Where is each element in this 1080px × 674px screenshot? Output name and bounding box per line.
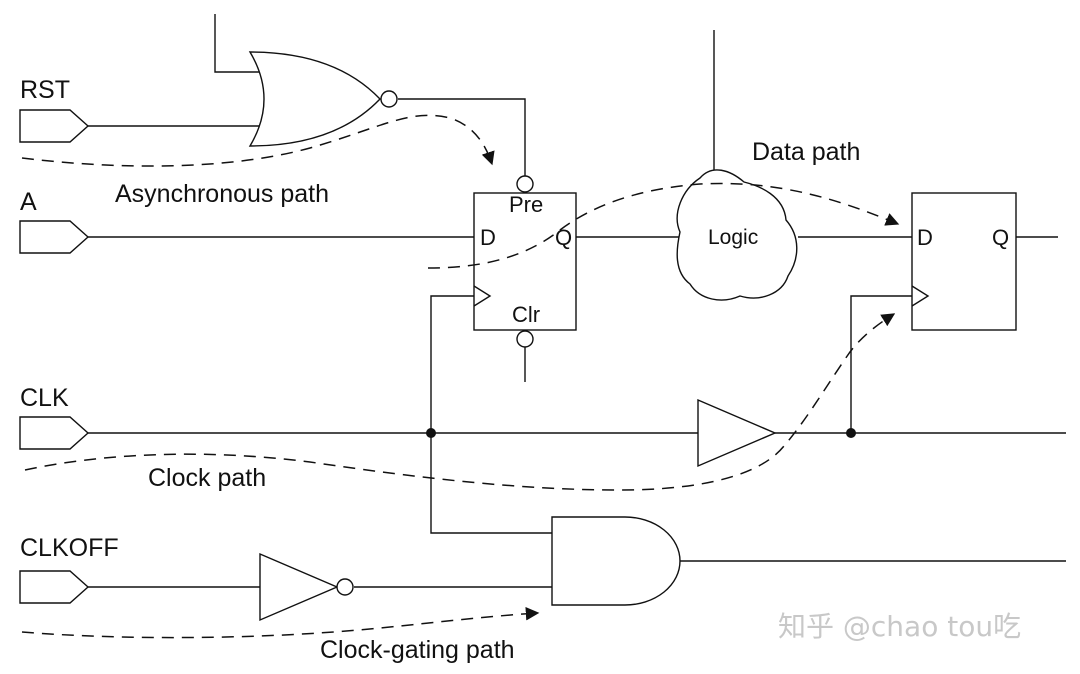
ff1-clr-label: Clr: [512, 302, 540, 327]
rst-input-port: RST: [19, 76, 90, 143]
clock-buffer: [697, 398, 777, 468]
data-path: Data path: [427, 138, 900, 269]
clock-gating-path-arrow: [21, 607, 540, 639]
clkoff-label: CLKOFF: [20, 534, 119, 562]
clock-gating-path: Clock-gating path: [21, 607, 540, 664]
wires: [88, 14, 1066, 588]
clkoff-input-port: CLKOFF: [19, 534, 119, 604]
pre-bubble: [516, 175, 534, 193]
clock-path: Clock path: [24, 313, 896, 492]
clkoff-inverter: [259, 552, 354, 622]
asynchronous-path-label: Asynchronous path: [115, 180, 329, 208]
clk-label: CLK: [20, 384, 69, 412]
logic-block: Logic: [676, 169, 798, 301]
flipflop-2: D Q: [911, 192, 1017, 331]
clock-path-arrow: [24, 313, 896, 491]
ff2-q-label: Q: [992, 225, 1009, 250]
clr-bubble: [516, 330, 534, 348]
asynchronous-path-arrow: [21, 114, 495, 167]
watermark: 知乎 @chao tou吃: [778, 610, 1021, 643]
inverter-bubble: [336, 578, 354, 596]
clk-junction-dot: [426, 428, 436, 438]
ff1-d-label: D: [480, 225, 496, 250]
clk-input-port: CLK: [19, 384, 90, 450]
ff1-q-label: Q: [555, 225, 572, 250]
junction-dots: [426, 428, 856, 438]
logic-label: Logic: [708, 226, 758, 249]
data-path-label: Data path: [752, 138, 860, 166]
ff1-pre-label: Pre: [509, 192, 543, 217]
flipflop-1: Pre D Q Clr: [473, 175, 577, 348]
a-label: A: [20, 188, 37, 216]
rst-label: RST: [20, 76, 70, 104]
clock-gating-path-label: Clock-gating path: [320, 636, 515, 664]
asynchronous-path: Asynchronous path: [21, 114, 495, 208]
clock-path-label: Clock path: [148, 464, 266, 492]
clk-buffer-junction-dot: [846, 428, 856, 438]
ff2-clock-triangle: [911, 285, 930, 307]
and-gate: [551, 516, 681, 606]
ff1-clock-triangle: [473, 285, 492, 307]
data-path-arrow: [427, 182, 900, 269]
a-input-port: A: [19, 188, 90, 254]
nor-gate: [248, 51, 398, 147]
nor-inversion-bubble: [380, 90, 398, 108]
ff2-d-label: D: [917, 225, 933, 250]
